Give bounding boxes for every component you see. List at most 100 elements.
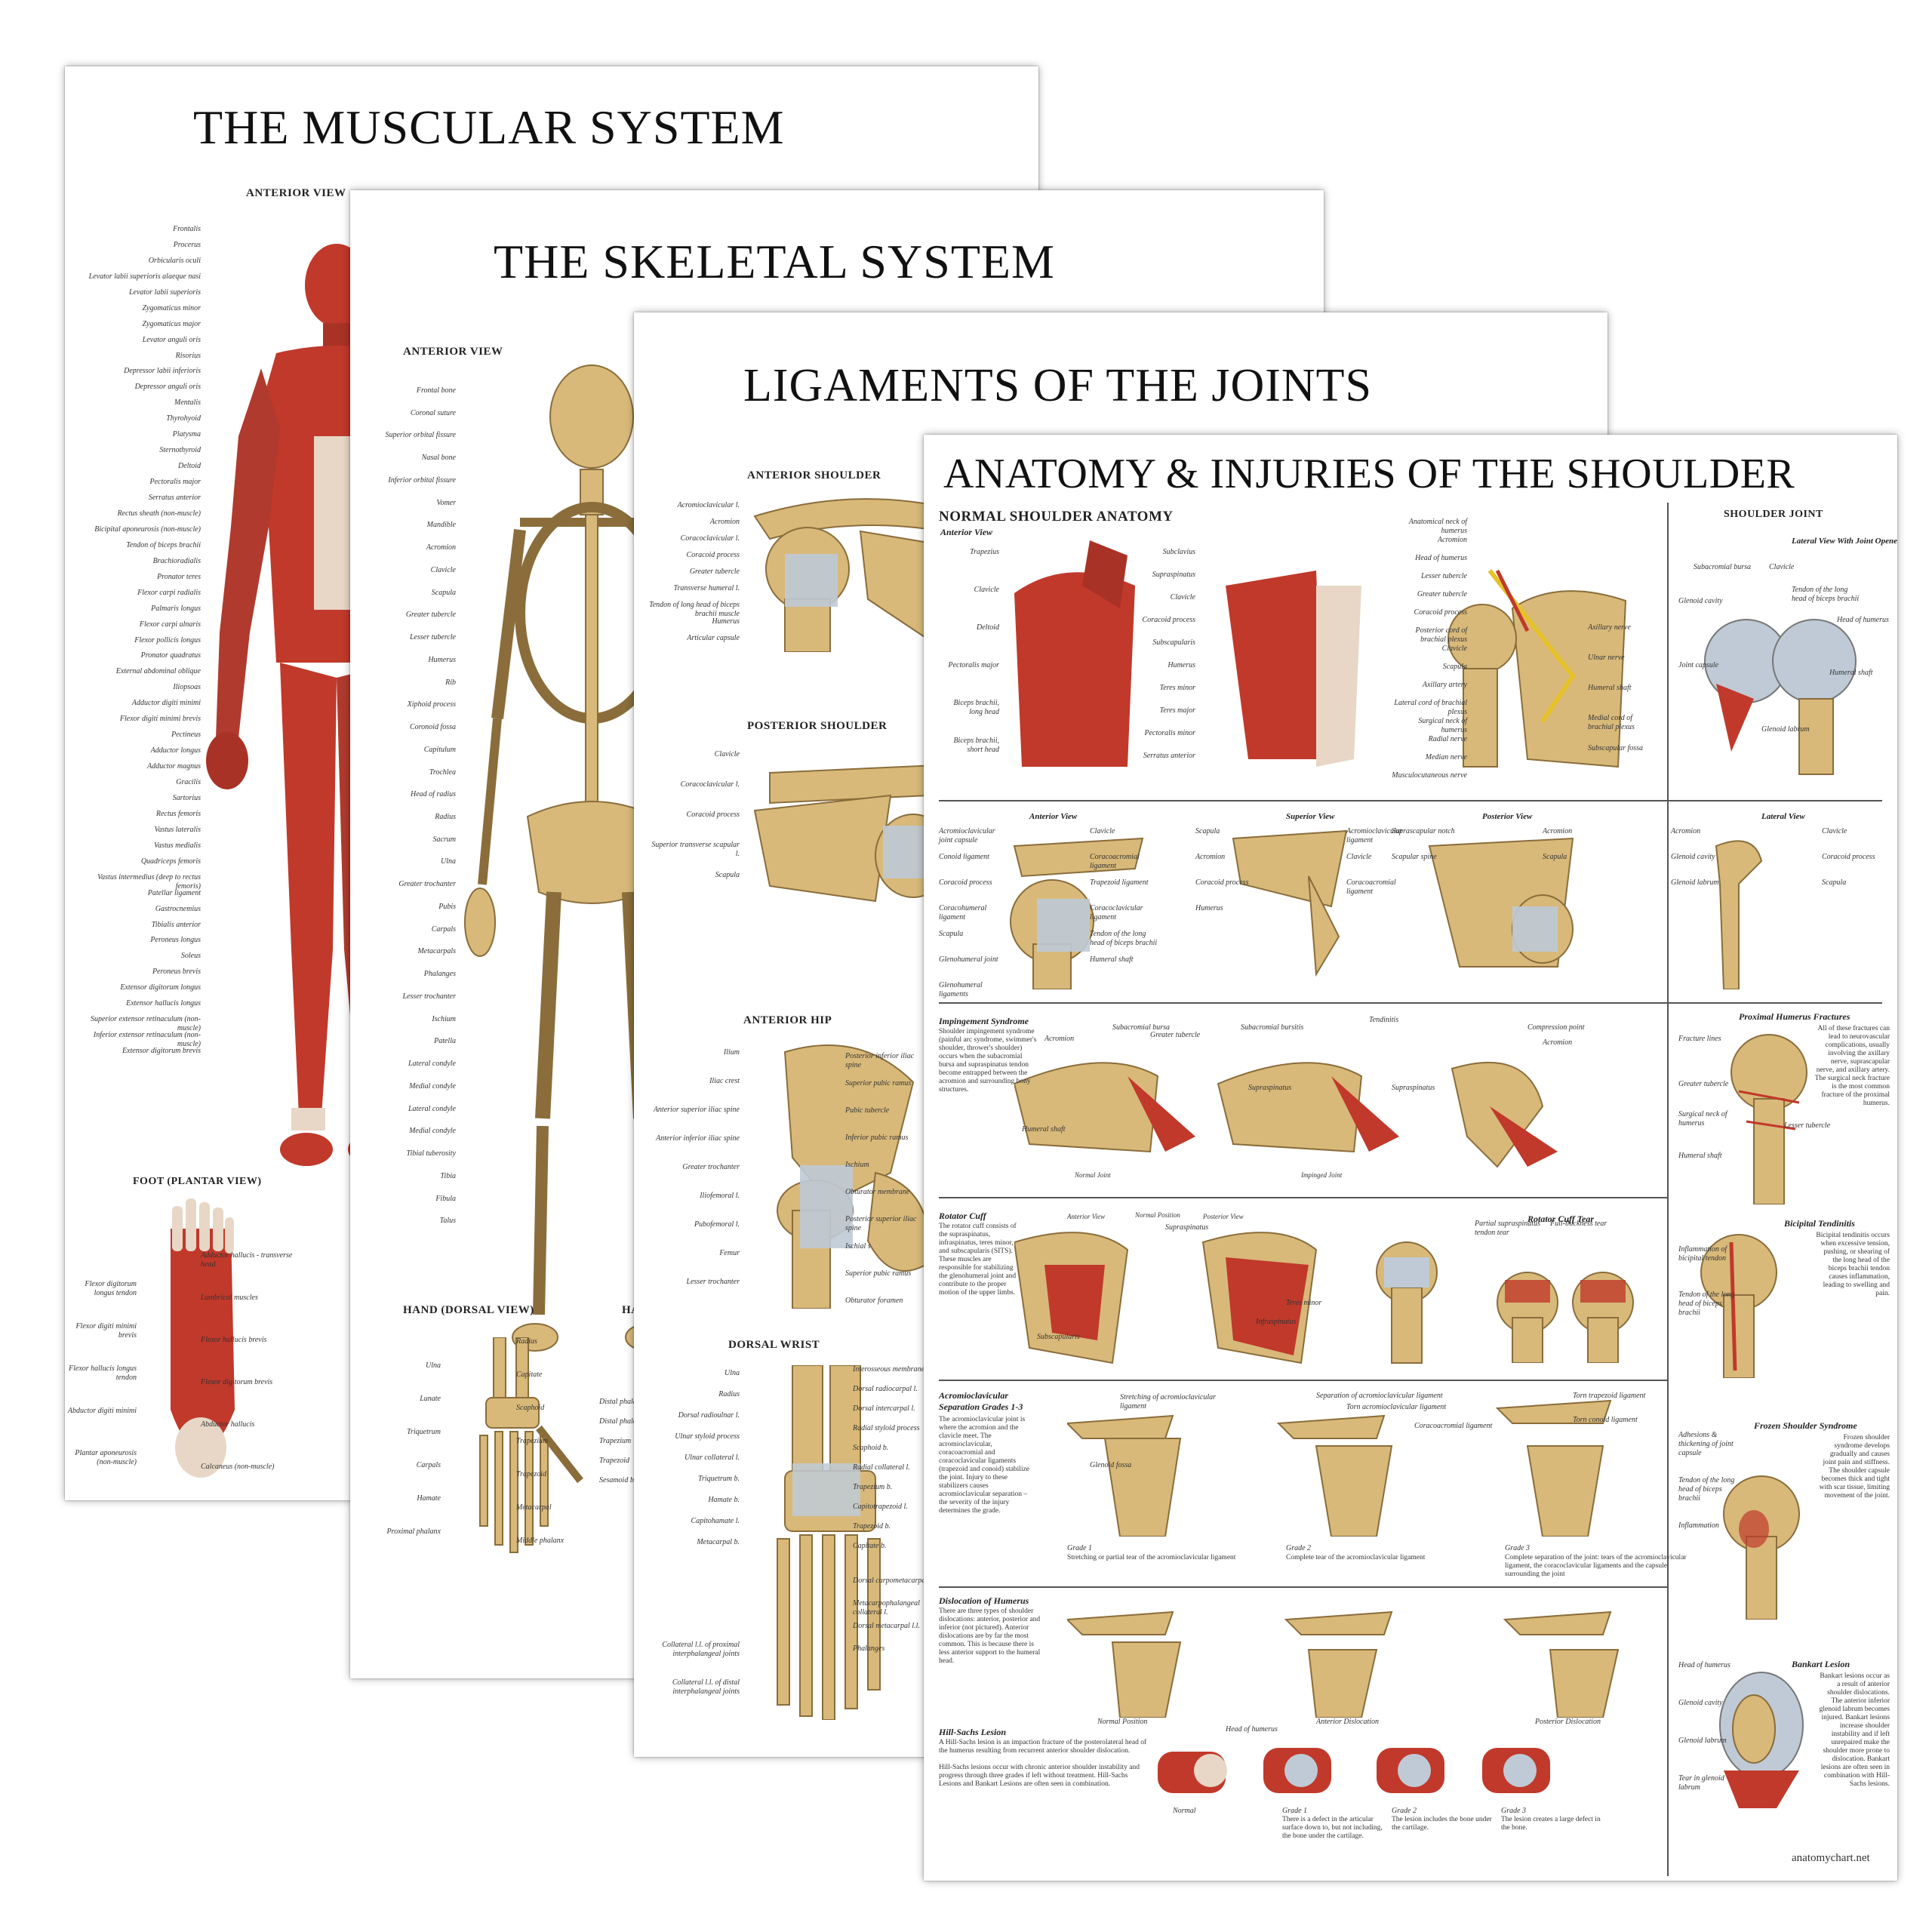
bone-label: Lateral condyle bbox=[408, 1060, 456, 1069]
muscle-label: Adductor longus bbox=[150, 746, 201, 755]
anatomy-label: Clavicle bbox=[1170, 593, 1195, 601]
ligament-label: Hamate b. bbox=[708, 1496, 740, 1504]
anatomy-label: Subscapularis bbox=[1152, 638, 1195, 647]
view-label: Coracoacromial ligament bbox=[1090, 853, 1140, 870]
divider bbox=[939, 1002, 1882, 1004]
muscle-label: Levator anguli oris bbox=[142, 335, 201, 344]
view-label: Conoid ligament bbox=[939, 853, 989, 861]
muscle-label: Deltoid bbox=[178, 462, 201, 471]
anatomy-label: Humeral shaft bbox=[1588, 684, 1632, 692]
view-label: Humeral shaft bbox=[1090, 955, 1134, 964]
rotator-label: Posterior View bbox=[1203, 1213, 1244, 1220]
foot-label: Flexor digiti minimi brevis bbox=[75, 1322, 137, 1340]
anatomy-label: Serratus anterior bbox=[1143, 752, 1195, 760]
muscle-label: Procerus bbox=[173, 240, 201, 249]
anatomy-label: Posterior cord of brachial plexus bbox=[1415, 626, 1467, 644]
hand-label: Trapezium bbox=[599, 1437, 632, 1445]
ligament-label: Acromioclavicular l. bbox=[677, 501, 740, 509]
normal-anatomy-figures bbox=[1014, 540, 1627, 768]
ligament-label: Radial styloid process bbox=[853, 1424, 920, 1432]
rotator-label: Infraspinatus bbox=[1256, 1318, 1297, 1326]
view-label: Coracohumeral ligament bbox=[939, 904, 987, 921]
rotator-label: Teres minor bbox=[1286, 1299, 1322, 1307]
frozen-heading: Frozen Shoulder Syndrome bbox=[1754, 1420, 1857, 1431]
hill-sachs-grade-text: The lesion includes the bone under the c… bbox=[1392, 1816, 1492, 1832]
anatomy-label: Acromion bbox=[1437, 536, 1467, 544]
shoulder-joint-heading: SHOULDER JOINT bbox=[1724, 509, 1823, 520]
view-label: Scapula bbox=[1822, 878, 1847, 887]
shoulder-joint-figure bbox=[1704, 619, 1857, 775]
bone-label: Mandible bbox=[426, 521, 456, 530]
bone-label: Pubis bbox=[438, 902, 456, 911]
anatomy-label: Pectoralis minor bbox=[1144, 729, 1196, 737]
ac-label: Separation of acromioclavicular ligament bbox=[1316, 1392, 1443, 1400]
impingement-label: Tendinitis bbox=[1369, 1016, 1399, 1024]
impingement-caption: Impinged Joint bbox=[1301, 1171, 1343, 1179]
anatomy-label: Radial nerve bbox=[1428, 735, 1467, 743]
skeletal-title: THE SKELETAL SYSTEM bbox=[494, 235, 1055, 288]
view-label: Humerus bbox=[1195, 904, 1223, 912]
anatomy-label: Anatomical neck of humerus bbox=[1408, 518, 1467, 535]
view-label: Glenohumeral joint bbox=[939, 955, 998, 964]
normal-anterior-view: Anterior View bbox=[940, 527, 993, 537]
muscle-label: Orbicularis oculi bbox=[148, 256, 201, 265]
muscle-label: Thyrohyoid bbox=[166, 414, 201, 423]
ligament-label: Trapezium b. bbox=[853, 1483, 893, 1491]
anatomy-label: Ulnar nerve bbox=[1588, 654, 1625, 662]
hand-dorsal-heading: HAND (DORSAL VIEW) bbox=[403, 1304, 534, 1316]
bone-label: Lesser trochanter bbox=[402, 992, 456, 1001]
anatomy-label: Head of humerus bbox=[1415, 554, 1467, 562]
muscle-label: Gastrocnemius bbox=[155, 904, 201, 913]
muscle-label: Sternothyroid bbox=[159, 446, 201, 455]
shoulder-title: ANATOMY & INJURIES OF THE SHOULDER bbox=[943, 451, 1795, 497]
bone-label: Lateral condyle bbox=[408, 1104, 456, 1113]
ligament-label: Interosseous membrane bbox=[853, 1365, 924, 1374]
muscle-label: Pectoralis major bbox=[149, 478, 202, 487]
impingement-label: Greater tubercle bbox=[1150, 1031, 1201, 1039]
anatomy-label: Supraspinatus bbox=[1152, 571, 1195, 579]
foot-label: Abductor digiti minimi bbox=[67, 1407, 137, 1415]
ligament-label: Iliac crest bbox=[709, 1077, 740, 1085]
dislocation-caption: Posterior Dislocation bbox=[1535, 1718, 1601, 1726]
bone-label: Greater trochanter bbox=[398, 880, 456, 889]
ac-grade-text: Stretching or partial tear of the acromi… bbox=[1067, 1554, 1236, 1561]
footer-site: anatomychart.net bbox=[1792, 1852, 1870, 1864]
view-anterior-caption: Anterior View bbox=[1029, 812, 1078, 821]
joint-label: Glenoid cavity bbox=[1678, 597, 1723, 605]
joint-label: Joint capsule bbox=[1678, 661, 1719, 669]
impingement-label: Acromion bbox=[1543, 1038, 1573, 1047]
ligament-label: Greater trochanter bbox=[682, 1163, 740, 1171]
divider bbox=[939, 1380, 1667, 1381]
foot-label: Adductor hallucis - transverse head bbox=[201, 1251, 293, 1269]
bankart-label: Tear in glenoid labrum bbox=[1678, 1774, 1724, 1792]
anatomy-label: Lesser tubercle bbox=[1420, 572, 1467, 580]
muscle-label: Flexor pollicis longus bbox=[134, 635, 201, 645]
ac-label: Stretching of acromioclavicular ligament bbox=[1120, 1393, 1217, 1411]
view-label: Coracoacromial ligament bbox=[1346, 878, 1396, 896]
frozen-label: Tendon of the long head of biceps brachi… bbox=[1678, 1476, 1735, 1503]
muscle-label: Pronator teres bbox=[157, 572, 201, 581]
ligament-label: Transverse humeral l. bbox=[673, 584, 740, 592]
foot-label: Flexor hallucis brevis bbox=[201, 1336, 267, 1344]
hand-label: Middle phalanx bbox=[516, 1537, 565, 1545]
ligament-label: Clavicle bbox=[714, 750, 740, 758]
view-label: Suprascapular notch bbox=[1392, 827, 1455, 835]
anatomy-label: Clavicle bbox=[974, 586, 999, 594]
bone-label: Carpals bbox=[431, 924, 456, 934]
bankart-text: Bankart lesions occur as a result of ant… bbox=[1819, 1672, 1890, 1788]
anatomy-label: Deltoid bbox=[977, 623, 999, 632]
ligament-label: Trapezoid b. bbox=[853, 1522, 891, 1531]
muscle-label: Depressor anguli oris bbox=[134, 383, 201, 392]
divider bbox=[1667, 503, 1669, 1876]
hill-sachs-grade-text: The lesion creates a large defect in the… bbox=[1501, 1816, 1601, 1832]
bone-label: Lesser tubercle bbox=[409, 633, 456, 642]
ligament-label: Anterior inferior iliac spine bbox=[656, 1134, 740, 1143]
hand-label: Trapezoid bbox=[599, 1457, 630, 1465]
muscle-label: Rectus sheath (non-muscle) bbox=[117, 509, 201, 518]
foot-label: Lumbrical muscles bbox=[201, 1294, 258, 1302]
ligament-label: Dorsal carpometacarpal l.l. bbox=[853, 1577, 938, 1585]
rotator-cuff-text: The rotator cuff consists of the suprasp… bbox=[939, 1223, 1017, 1297]
ligament-label: Coracoid process bbox=[686, 811, 740, 819]
muscle-label: Flexor digiti minimi brevis bbox=[119, 715, 201, 724]
